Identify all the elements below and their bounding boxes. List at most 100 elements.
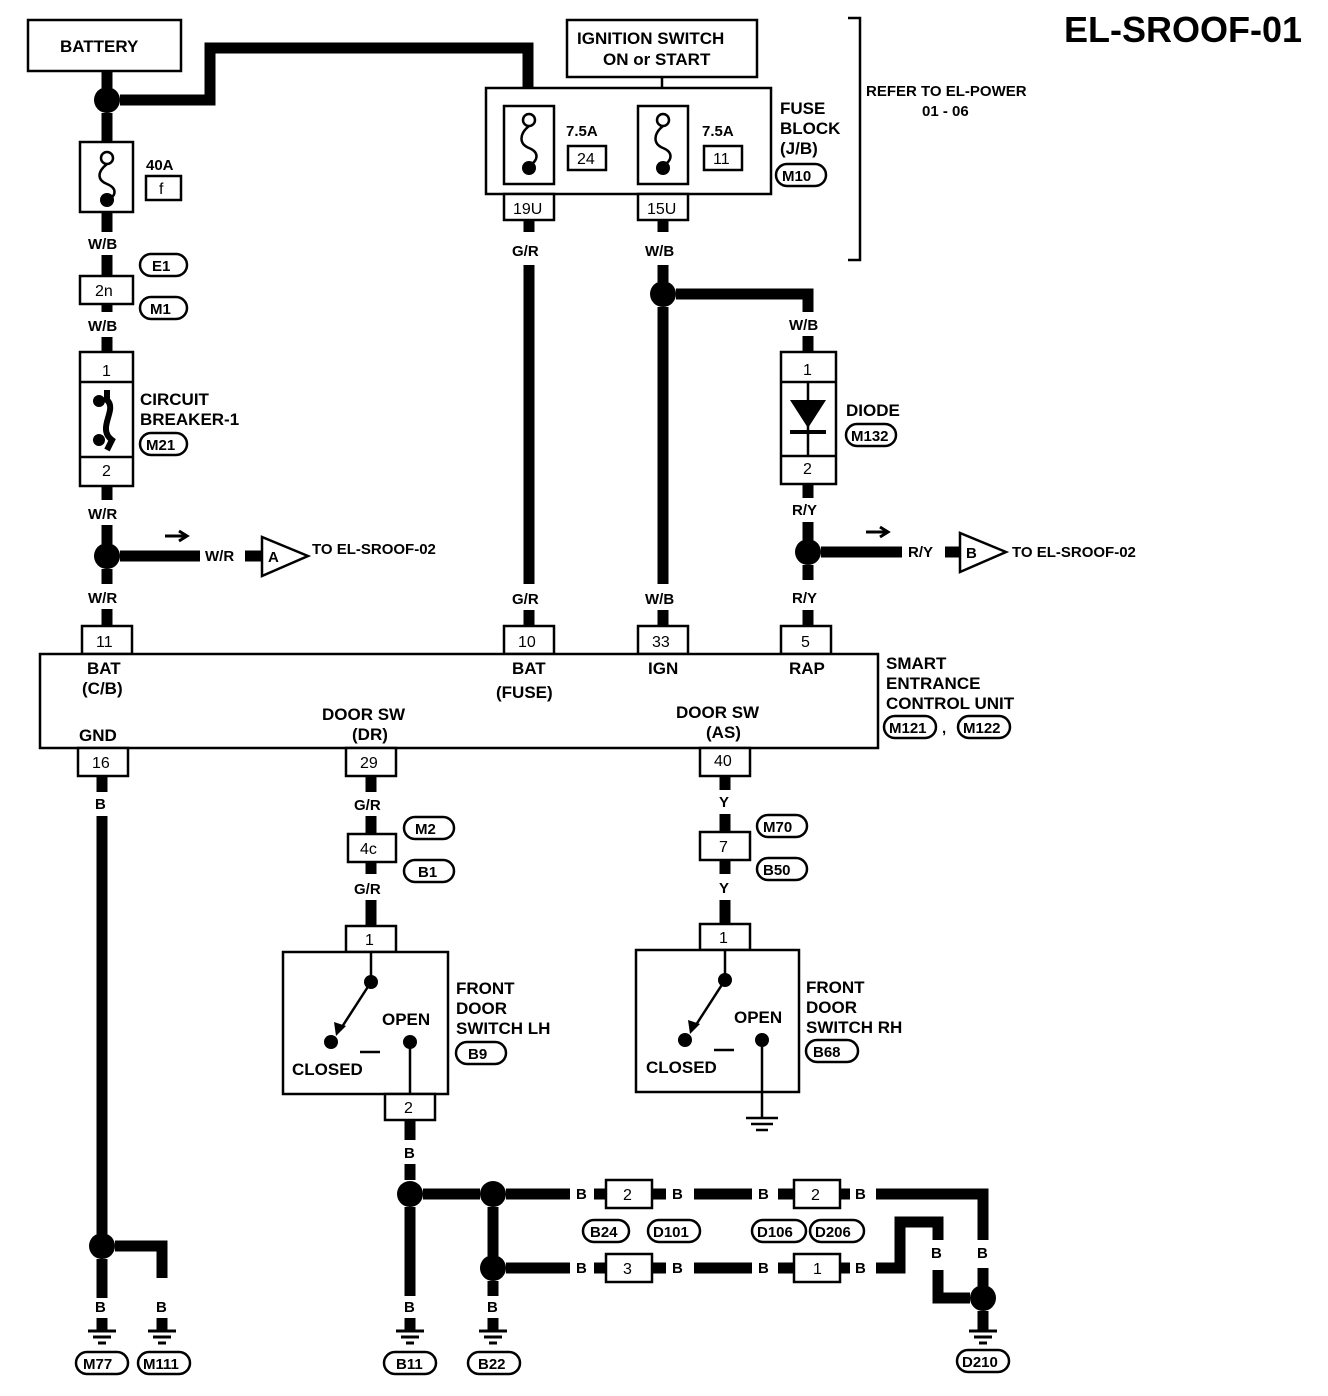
terminal-label: (AS) xyxy=(706,723,741,742)
splice xyxy=(970,1285,996,1311)
pin-number: 11 xyxy=(96,634,113,651)
link-text: TO EL-SROOF-02 xyxy=(312,541,436,558)
ground-id-oval xyxy=(382,1350,438,1376)
fuse-terminal xyxy=(521,112,537,128)
pin-number: 1 xyxy=(365,932,374,949)
connector-id: B68 xyxy=(813,1044,841,1061)
pin-number: 2 xyxy=(803,461,812,478)
fuse-terminal xyxy=(100,193,114,207)
separator: , xyxy=(942,720,946,737)
terminal-label: DOOR SW xyxy=(322,705,406,724)
wire-color-label: R/Y xyxy=(792,590,817,607)
wire-color-label: R/Y xyxy=(908,544,933,561)
diode-icon xyxy=(790,400,826,428)
switch-rh-label: SWITCH RH xyxy=(806,1018,902,1037)
wire-color-label: B xyxy=(95,796,106,813)
wire-color-label: W/B xyxy=(645,591,674,608)
terminal-label: (FUSE) xyxy=(496,683,553,702)
pin-number: 10 xyxy=(518,634,536,651)
wire-color-label: G/R xyxy=(354,881,381,898)
fusible-id-box xyxy=(144,174,183,202)
pin-number: 2 xyxy=(102,463,111,480)
open-label: OPEN xyxy=(734,1008,782,1027)
closed-label: CLOSED xyxy=(292,1060,363,1079)
link-triangle-a xyxy=(260,535,312,578)
control-unit-box xyxy=(38,652,880,750)
connector-id: B24 xyxy=(590,1224,618,1241)
switch-rh-label: DOOR xyxy=(806,998,857,1017)
connector-pin: 2 xyxy=(623,1187,632,1204)
fuse-id-box xyxy=(702,144,744,172)
connector-id-oval xyxy=(402,858,456,884)
switch-lh-label: SWITCH LH xyxy=(456,1019,550,1038)
connector-id-oval xyxy=(755,856,809,882)
fuse-block-label: FUSE xyxy=(780,99,825,118)
wire-color-label: G/R xyxy=(354,797,381,814)
terminal-label: RAP xyxy=(789,659,825,678)
wire-color-label: B xyxy=(855,1186,866,1203)
connector-15u xyxy=(636,192,690,222)
wire-color-label: W/R xyxy=(205,548,234,565)
front-door-switch-rh-box xyxy=(634,948,801,1094)
pin-number: 1 xyxy=(803,362,812,379)
control-unit-label: SMART xyxy=(886,654,947,673)
connector-id: M21 xyxy=(146,437,175,454)
fuse-id-box xyxy=(566,144,608,172)
circuit-breaker-label: BREAKER-1 xyxy=(140,410,239,429)
wire-color-label: W/B xyxy=(645,243,674,260)
bracket xyxy=(848,16,862,262)
wire-color-label: B xyxy=(576,1260,587,1277)
terminal-label: BAT xyxy=(512,659,546,678)
fuse-element-icon xyxy=(98,163,116,202)
connector-id-oval xyxy=(750,1218,808,1244)
wire-color-label: W/R xyxy=(88,590,117,607)
pin-box xyxy=(502,624,556,656)
refer-text: REFER TO EL-POWER xyxy=(866,83,1027,100)
switch-arrow-icon xyxy=(334,1022,346,1036)
switch-arrow-icon xyxy=(688,1020,700,1034)
connector-id: M10 xyxy=(782,168,811,185)
connector-2 xyxy=(792,1178,842,1210)
ground-id-oval xyxy=(466,1350,522,1376)
wire xyxy=(676,288,814,312)
connector-pin: 19U xyxy=(513,201,542,218)
ground-id: D210 xyxy=(962,1354,998,1371)
wire-color-label: B xyxy=(855,1260,866,1277)
link-triangle-b xyxy=(958,531,1010,574)
battery-box xyxy=(26,18,183,73)
connector-pin: 15U xyxy=(647,201,676,218)
pin-number: 33 xyxy=(652,634,670,651)
wire-color-label: G/R xyxy=(512,243,539,260)
splice xyxy=(89,1233,115,1259)
connector-id: E1 xyxy=(152,258,170,275)
switch-blade xyxy=(338,981,373,1031)
breaker-element-icon xyxy=(103,390,116,452)
connector-id: M122 xyxy=(963,720,1001,737)
connector-pin: 1 xyxy=(813,1261,822,1278)
pin-number: 1 xyxy=(719,930,728,947)
ground-icon xyxy=(396,1329,424,1345)
connector-id-oval xyxy=(454,1040,508,1066)
connector-id: M2 xyxy=(415,821,436,838)
connector-id: B9 xyxy=(468,1046,487,1063)
pin-number: 40 xyxy=(714,753,732,770)
fusible-id: f xyxy=(159,181,164,198)
wire xyxy=(932,1270,970,1304)
connector-pin: 2 xyxy=(811,1187,820,1204)
wire-color-label: Y xyxy=(719,880,729,897)
splice xyxy=(94,543,120,569)
connector-19u xyxy=(502,192,556,222)
fuse-id: 11 xyxy=(713,151,730,168)
ground-id: M111 xyxy=(143,1356,179,1373)
wire-color-label: B xyxy=(672,1260,683,1277)
fuse-block-label: BLOCK xyxy=(780,119,841,138)
connector-2 xyxy=(604,1178,654,1210)
wire-color-label: W/R xyxy=(88,506,117,523)
wire-color-label: B xyxy=(931,1245,942,1262)
pin-number: 2 xyxy=(404,1100,413,1117)
wire-color-label: W/B xyxy=(789,317,818,334)
wire-color-label: W/B xyxy=(88,318,117,335)
connector-id-oval xyxy=(882,714,938,740)
ground-icon xyxy=(148,1329,176,1345)
